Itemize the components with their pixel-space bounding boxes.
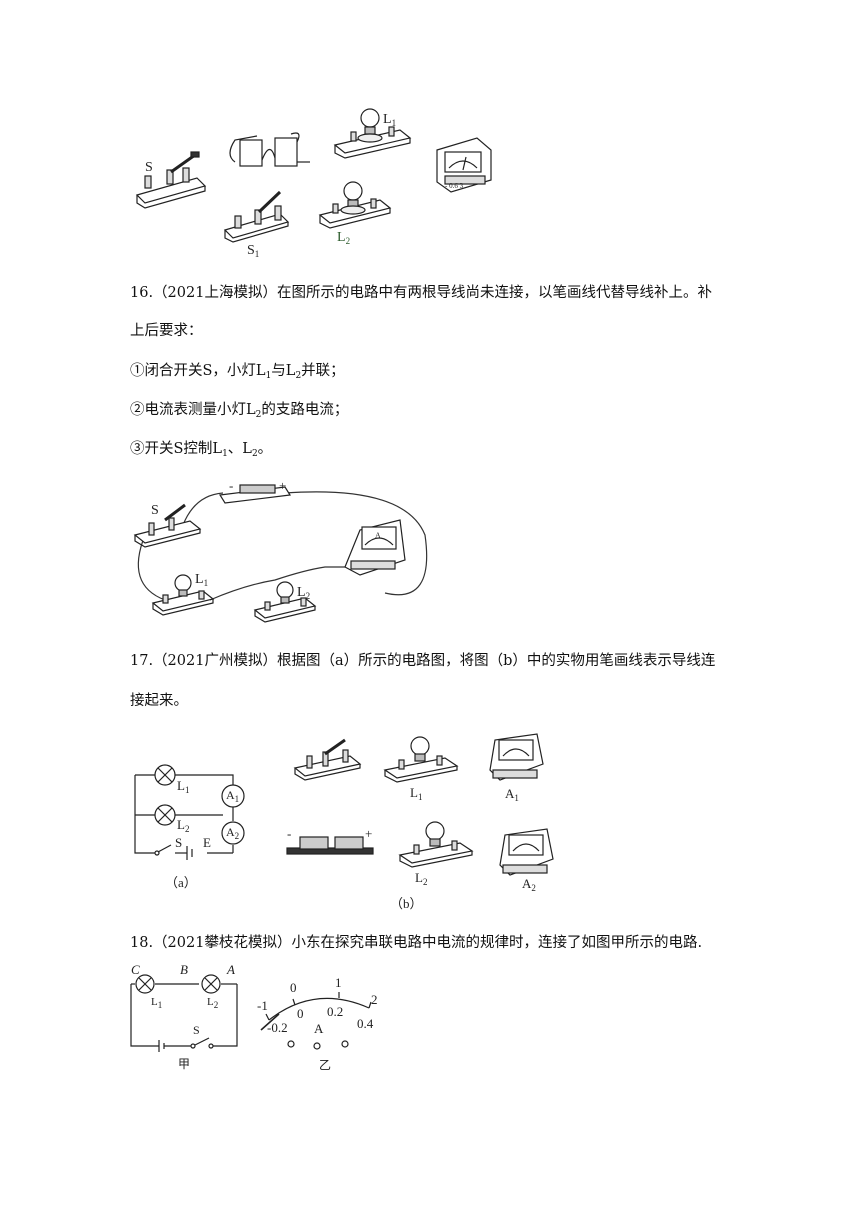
battery-minus-label: - <box>229 478 234 493</box>
label-l2: L2 <box>337 230 351 246</box>
caption-b: （b） <box>390 896 423 911</box>
upper-tick-label: 0 <box>290 980 297 995</box>
unit-label: A <box>314 1021 324 1036</box>
q16-requirement-1: ①闭合开关S，小灯L1与L2并联； <box>130 363 345 381</box>
lower-tick-label: -0.2 <box>267 1020 288 1035</box>
label-a: A <box>227 962 235 977</box>
lamp-l1-icon <box>383 736 459 783</box>
lamp-l2-icon <box>398 821 474 868</box>
q16-requirement-3: ③开关S控制L1、L2。 <box>130 441 273 459</box>
label-l1: L1 <box>151 996 163 1010</box>
terminal-icon <box>341 1040 349 1048</box>
q17-line1: 17.（2021广州模拟）根据图（a）所示的电路图，将图（b）中的实物用笔画线表… <box>130 653 716 669</box>
switch-icon <box>293 738 362 781</box>
ammeter-icon <box>344 519 406 576</box>
caption-jia: 甲 <box>178 1057 191 1071</box>
label-l1: L1 <box>410 785 423 802</box>
figure-17a: L1 L2 A1 A2 S E （a） <box>125 755 265 890</box>
lower-tick-label: 0.2 <box>327 1004 344 1019</box>
label-l1: L1 <box>177 778 190 795</box>
q17-line2: 接起来。 <box>130 693 188 709</box>
figure-16: S - + L1 L2 A <box>125 475 435 625</box>
label-s: S <box>151 503 159 518</box>
terminal-icon <box>313 1042 321 1050</box>
switch-s1-icon <box>223 190 290 243</box>
q16-requirement-2: ②电流表测量小灯L2的支路电流； <box>130 402 349 420</box>
lamp-l2-icon <box>253 581 317 623</box>
lamp-l1-icon <box>151 574 215 616</box>
label-s: S <box>145 160 153 175</box>
figure-15: S S1 L1 L2 - 0.6 3 <box>125 100 505 265</box>
figure-16-drawing <box>133 484 428 623</box>
meter-a-label: A <box>375 531 381 540</box>
q18-line1: 18.（2021攀枝花模拟）小东在探究串联电路中电流的规律时，连接了如图甲所示的… <box>130 935 703 951</box>
switch-s-icon <box>194 1037 210 1046</box>
lamp-l1-icon <box>333 108 412 159</box>
label-s: S <box>175 835 183 850</box>
label-a2: A2 <box>522 876 536 893</box>
battery-minus-label: - <box>287 826 292 841</box>
battery-plus-label: + <box>365 826 373 841</box>
meter-needle-icon <box>260 1013 280 1031</box>
label-a2: A2 <box>226 825 240 841</box>
label-l2: L2 <box>177 817 190 834</box>
label-l2: L2 <box>207 996 219 1010</box>
label-b: B <box>180 962 188 977</box>
switch-s-icon <box>135 151 207 209</box>
figure-18-jia-drawing <box>130 974 238 1052</box>
terminal-icon <box>287 1040 295 1048</box>
label-l2: L2 <box>415 870 428 887</box>
label-l1: L1 <box>383 112 397 128</box>
label-l2: L2 <box>297 585 311 601</box>
label-l1: L1 <box>195 572 209 588</box>
ammeter-a2-icon <box>499 828 554 876</box>
battery-plus-label: + <box>279 478 287 493</box>
lower-tick-label: 0.4 <box>357 1016 374 1031</box>
upper-tick-label: 2 <box>371 992 378 1007</box>
battery-icon <box>218 484 292 504</box>
figure-15-drawing <box>135 108 492 243</box>
figure-18-yi: -1 0 1 2 -0.2 0 0.2 0.4 A 乙 <box>245 968 385 1072</box>
figure-17b-drawing <box>286 733 554 876</box>
figure-18-jia: C B A L1 L2 S 甲 <box>125 962 245 1072</box>
ammeter-icon <box>436 137 492 193</box>
label-a1: A1 <box>505 786 519 803</box>
meter-scale-label: - 0.6 3 <box>445 182 464 190</box>
switch-s-icon <box>133 503 202 548</box>
switch-s-icon <box>157 844 172 853</box>
meter-scale-arc <box>268 997 370 1021</box>
figure-17a-drawing <box>134 764 245 860</box>
q16-line2: 上后要求： <box>130 323 203 339</box>
battery-icon <box>286 836 374 855</box>
ammeter-a2-icon <box>221 821 245 845</box>
label-a1: A1 <box>226 788 240 804</box>
lamp-l2-icon <box>318 181 392 229</box>
ammeter-a1-icon <box>221 784 245 808</box>
figure-17b: L1 A1 - + L2 A2 （b） <box>285 730 575 911</box>
ammeter-a1-icon <box>489 733 544 781</box>
caption-a: （a） <box>165 875 197 890</box>
label-e: E <box>203 835 211 850</box>
upper-tick-label: 1 <box>335 975 342 990</box>
label-s1: S1 <box>247 243 260 259</box>
q16-line1: 16.（2021上海模拟）在图所示的电路中有两根导线尚未连接，以笔画线代替导线补… <box>130 285 712 301</box>
figure-18-yi-drawing <box>260 992 372 1050</box>
label-c: C <box>131 962 140 977</box>
battery-icon <box>229 132 310 167</box>
caption-yi: 乙 <box>319 1058 332 1072</box>
wire-icon <box>130 984 159 1047</box>
lower-tick-label: 0 <box>297 1006 304 1021</box>
upper-tick-label: -1 <box>257 998 268 1013</box>
label-s: S <box>193 1023 200 1037</box>
